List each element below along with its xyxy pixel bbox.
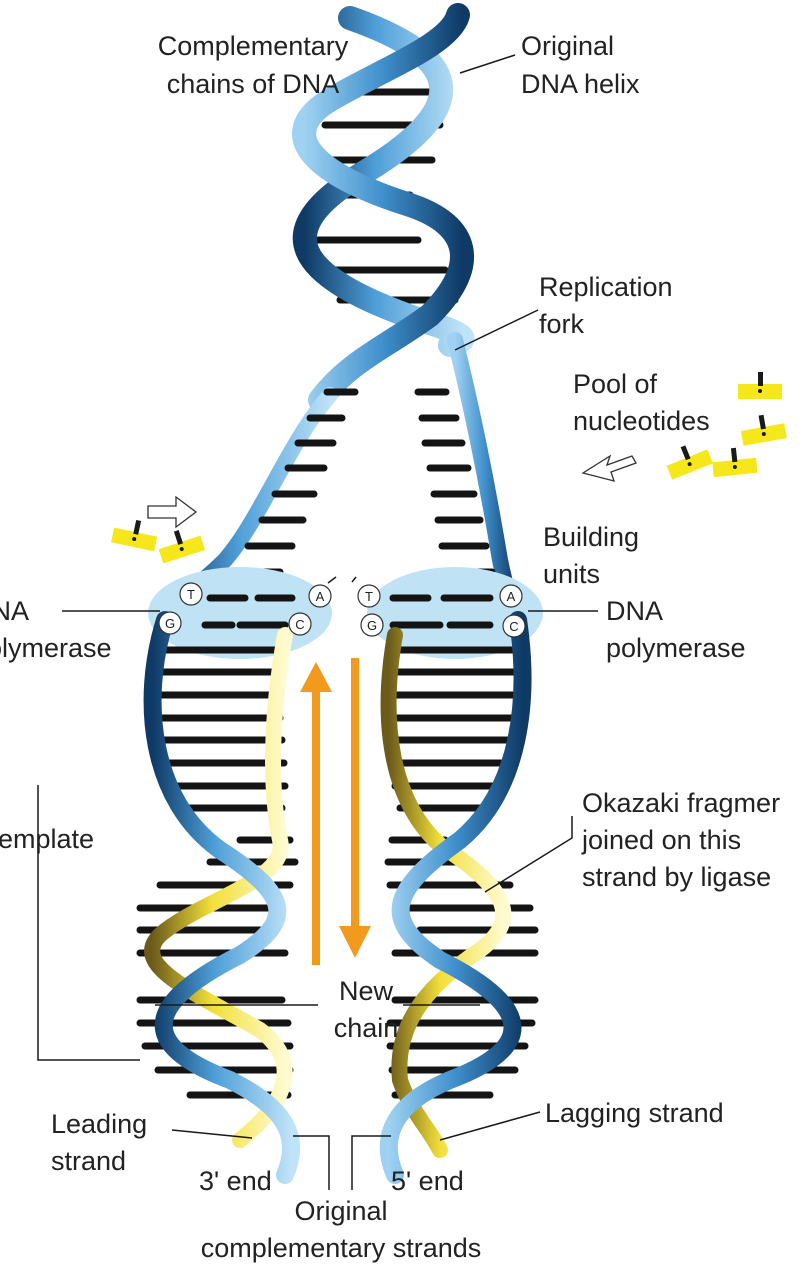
svg-text:C: C	[295, 617, 304, 632]
okazaki-label: strand by ligase	[582, 862, 771, 892]
right-daughter-helix	[379, 611, 539, 1184]
original-helix-label: DNA helix	[521, 69, 640, 99]
nucleotide-icon	[111, 520, 158, 552]
leading-direction-arrow	[300, 662, 332, 965]
base-circle-right-g: G	[360, 613, 384, 637]
nucleotide-icon	[666, 445, 714, 480]
hollow-arrow-icon	[581, 454, 637, 482]
dna-polymerase-right-label: polymerase	[606, 633, 746, 663]
lagging-direction-arrow	[339, 658, 371, 958]
dna-polymerase-left-label: polymerase	[0, 633, 112, 663]
okazaki-label: Okazaki fragmer	[582, 788, 780, 818]
polymerase-rungs	[201, 594, 494, 629]
original-helix-label: Original	[521, 31, 614, 61]
left-daughter-helix	[136, 611, 301, 1184]
new-chain-label: New	[339, 976, 394, 1006]
base-circle-left-t: T	[179, 582, 203, 606]
fork-left-rungs	[231, 388, 359, 576]
svg-text:C: C	[509, 619, 518, 634]
nucleotide-icon	[712, 447, 758, 478]
base-circle-left-a: A	[308, 584, 332, 608]
original-complementary-label: Original	[294, 1196, 387, 1226]
five-prime-end-label: 5' end	[391, 1166, 464, 1196]
new-chain-label: chain	[334, 1013, 399, 1043]
building-units-label: units	[543, 559, 600, 589]
svg-text:T: T	[365, 589, 373, 604]
nucleotide-icon	[158, 530, 206, 564]
dna-polymerase-right-label: DNA	[606, 596, 663, 626]
original-complementary-label: complementary strands	[201, 1233, 482, 1263]
okazaki-label: joined on this	[581, 825, 741, 855]
right-dna-polymerase	[367, 567, 543, 659]
leading-strand-label: strand	[51, 1146, 126, 1176]
pool-label: Pool of	[573, 369, 658, 399]
leader-lines	[37, 54, 598, 1190]
base-circle-left-c: C	[288, 612, 312, 636]
base-circle-left-g: G	[158, 611, 182, 635]
replication-fork-label: fork	[539, 309, 585, 339]
building-units-label: Building	[543, 522, 639, 552]
base-letters: T G A C T G A C	[158, 582, 526, 638]
svg-text:G: G	[367, 618, 377, 633]
svg-text:G: G	[165, 616, 175, 631]
leading-strand-label: Leading	[51, 1109, 147, 1139]
pool-label: nucleotides	[573, 406, 710, 436]
hollow-arrow-icon	[147, 495, 198, 529]
lagging-strand-label: Lagging strand	[545, 1098, 724, 1128]
three-prime-end-label: 3' end	[199, 1166, 272, 1196]
svg-text:T: T	[187, 587, 195, 602]
original-helix	[292, 3, 475, 412]
svg-text:A: A	[316, 589, 325, 604]
base-circle-right-t: T	[357, 584, 381, 608]
replication-fork-label: Replication	[539, 272, 673, 302]
base-circle-right-a: A	[499, 584, 523, 608]
nucleotide-icon	[740, 414, 787, 446]
template-label: emplate	[0, 824, 94, 854]
base-circle-right-c: C	[502, 614, 526, 638]
dna-polymerase-left-label: DNA	[0, 596, 29, 626]
complementary-chains-label: Complementary	[158, 31, 349, 61]
svg-text:A: A	[507, 589, 516, 604]
complementary-chains-label: chains of DNA	[167, 69, 340, 99]
nucleotide-icon	[738, 372, 782, 399]
